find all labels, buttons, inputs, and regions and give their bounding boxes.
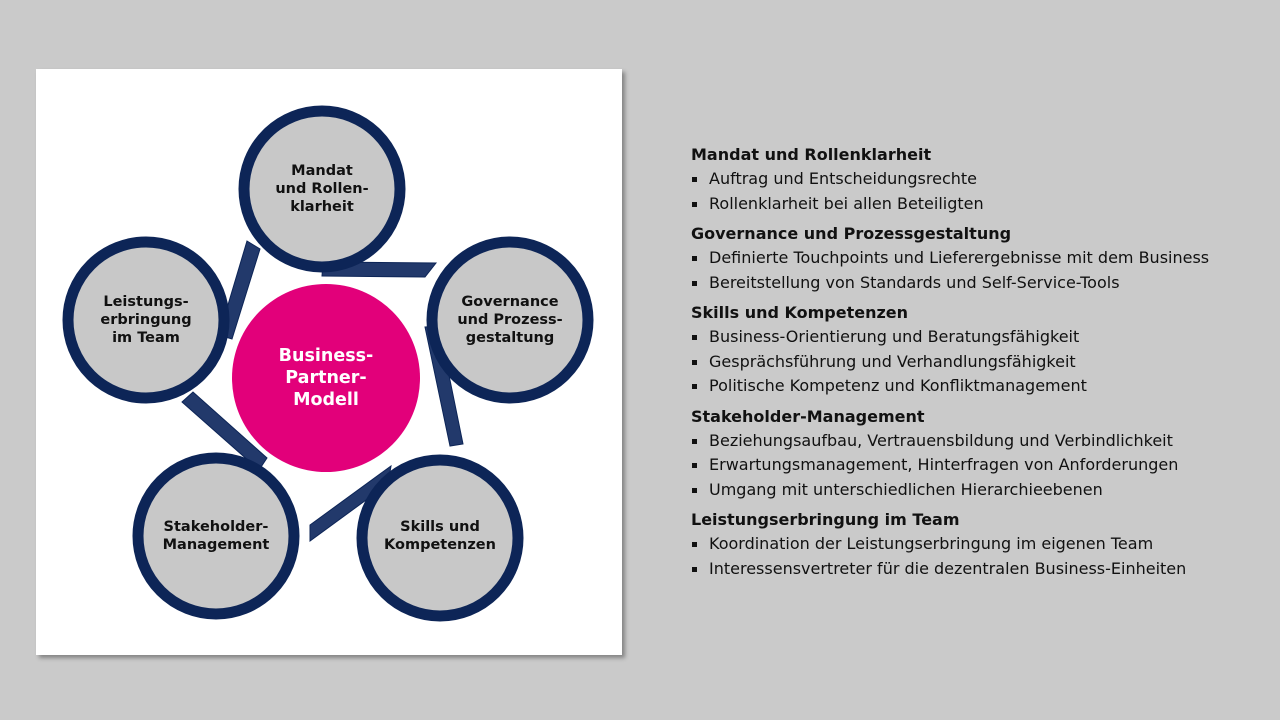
center-circle (232, 284, 420, 472)
node-circle-stakeholder (132, 452, 300, 620)
bullet-list: Business-Orientierung und Beratungsfähig… (691, 325, 1271, 399)
list-item-text: Koordination der Leistungserbringung im … (709, 534, 1154, 553)
section-title: Governance und Prozessgestaltung (691, 224, 1012, 243)
list-item: Koordination der Leistungserbringung im … (691, 532, 1271, 557)
list-item-text: Beziehungsaufbau, Vertrauensbildung und … (709, 430, 1173, 450)
list-item: Business-Orientierung und Beratungsfähig… (691, 325, 1271, 350)
section-title: Stakeholder-Management (691, 406, 925, 426)
section-title: Mandat und Rollenklarheit (691, 145, 932, 164)
list-item-text: Erwartungsmanagement, Hinterfragen von A… (709, 455, 1179, 474)
connector-stakeholder-leistung (181, 391, 268, 471)
list-item-text: Interessensvertreter für die dezentralen… (709, 558, 1187, 578)
center-label: Business- Partner- Modell (278, 346, 374, 410)
section-title: Skills und Kompetenzen (691, 303, 909, 322)
list-item: Rollenklarheit bei allen Beteiligten (691, 192, 1271, 217)
node-label-skills: Skills und Kompetenzen (384, 519, 496, 553)
square-bullet-icon (692, 335, 697, 340)
node-label-stakeholder: Stakeholder- Management (162, 519, 270, 553)
diagram-card: Mandat und Rollen- klarheit Governance u… (36, 69, 622, 655)
square-bullet-icon (692, 201, 697, 207)
node-label-mandat: Mandat und Rollen- klarheit (275, 163, 369, 215)
list-item-text: Bereitstellung von Standards und Self-Se… (709, 272, 1120, 292)
bullet-list: Auftrag und Entscheidungsrechte Rollenkl… (691, 167, 1271, 216)
legend-section-leistung: Leistungserbringung im Team Koordination… (691, 508, 1271, 581)
bullet-list: Beziehungsaufbau, Vertrauensbildung und … (691, 429, 1271, 503)
square-bullet-icon (692, 177, 697, 182)
bullet-list: Koordination der Leistungserbringung im … (691, 532, 1271, 581)
legend-section-skills: Skills und Kompetenzen Business-Orientie… (691, 301, 1271, 399)
square-bullet-icon (692, 487, 697, 493)
list-item: Interessensvertreter für die dezentralen… (691, 557, 1271, 582)
list-item-text: Business-Orientierung und Beratungsfähig… (709, 327, 1080, 346)
list-item-text: Umgang mit unterschiedlichen Hierarchiee… (709, 479, 1103, 499)
list-item-text: Auftrag und Entscheidungsrechte (709, 169, 977, 188)
legend-panel: Mandat und Rollenklarheit Auftrag und En… (691, 143, 1271, 587)
square-bullet-icon (692, 280, 697, 286)
node-circle-governance (426, 236, 594, 404)
list-item-text: Gesprächsführung und Verhandlungsfähigke… (709, 351, 1076, 371)
square-bullet-icon (692, 256, 697, 261)
list-item: Definierte Touchpoints und Lieferergebni… (691, 246, 1271, 271)
bullet-list: Definierte Touchpoints und Lieferergebni… (691, 246, 1271, 295)
square-bullet-icon (692, 566, 697, 572)
list-item: Beziehungsaufbau, Vertrauensbildung und … (691, 429, 1271, 454)
node-circle-mandat (238, 105, 406, 273)
square-bullet-icon (692, 384, 697, 389)
list-item-text: Definierte Touchpoints und Lieferergebni… (709, 248, 1210, 267)
square-bullet-icon (692, 463, 697, 468)
legend-section-governance: Governance und Prozessgestaltung Definie… (691, 222, 1271, 295)
square-bullet-icon (692, 438, 697, 444)
list-item-text: Rollenklarheit bei allen Beteiligten (709, 193, 984, 213)
business-partner-diagram (62, 105, 594, 622)
legend-section-stakeholder: Stakeholder-Management Beziehungsaufbau,… (691, 405, 1271, 503)
list-item: Umgang mit unterschiedlichen Hierarchiee… (691, 478, 1271, 503)
section-title: Leistungserbringung im Team (691, 510, 960, 529)
node-label-leistung: Leistungs- erbringung im Team (100, 294, 192, 346)
node-label-governance: Governance und Prozess- gestaltung (457, 294, 563, 346)
square-bullet-icon (692, 542, 697, 547)
node-circle-leistung (62, 236, 230, 404)
node-circle-skills (356, 454, 524, 622)
list-item: Gesprächsführung und Verhandlungsfähigke… (691, 350, 1271, 375)
list-item: Erwartungsmanagement, Hinterfragen von A… (691, 453, 1271, 478)
legend-section-mandat: Mandat und Rollenklarheit Auftrag und En… (691, 143, 1271, 216)
list-item-text: Politische Kompetenz und Konfliktmanagem… (709, 376, 1087, 395)
list-item: Auftrag und Entscheidungsrechte (691, 167, 1271, 192)
list-item: Bereitstellung von Standards und Self-Se… (691, 271, 1271, 296)
square-bullet-icon (692, 359, 697, 365)
list-item: Politische Kompetenz und Konfliktmanagem… (691, 374, 1271, 399)
